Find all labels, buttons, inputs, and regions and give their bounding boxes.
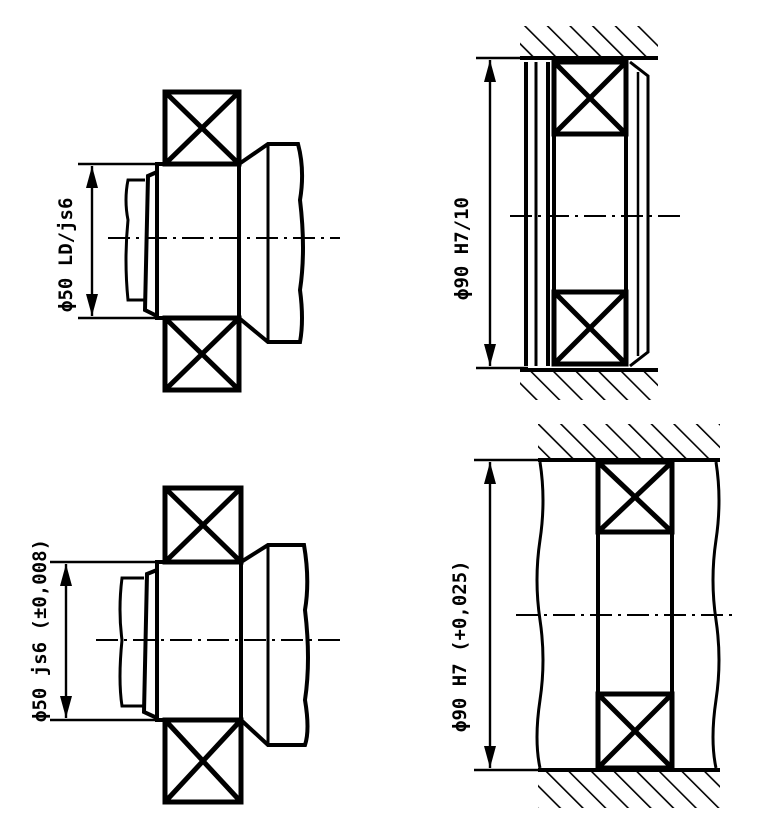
shaft-body bbox=[124, 142, 305, 344]
bearing-upper bbox=[162, 89, 242, 167]
dimension-line bbox=[78, 162, 160, 320]
dimension-line bbox=[50, 560, 160, 722]
dimension-label-shaft-fit: ϕ50 LD/js6 bbox=[55, 198, 77, 312]
dimension-line bbox=[474, 458, 540, 772]
view-shaft-top-left: ϕ50 LD/js6 bbox=[55, 89, 340, 393]
dimension-line bbox=[476, 56, 528, 370]
bearing-upper bbox=[595, 459, 675, 535]
housing-hatch-top bbox=[520, 26, 658, 60]
bearing-upper bbox=[551, 59, 629, 137]
housing-hatch-bottom bbox=[538, 768, 720, 808]
housing-hatch-top bbox=[538, 424, 720, 462]
dimension-label-shaft-tolerance: ϕ50 js6 (±0,008) bbox=[29, 539, 51, 722]
shaft-body bbox=[118, 543, 310, 747]
bearing-lower bbox=[162, 717, 244, 805]
dimension-label-housing-fit: ϕ90 H7/10 bbox=[451, 197, 473, 300]
dimension-label-housing-tolerance: ϕ90 H7 (+0,025) bbox=[449, 560, 471, 732]
bearing-lower bbox=[162, 315, 242, 393]
housing-hatch-bottom bbox=[520, 368, 658, 400]
view-housing-bottom-right: ϕ90 H7 (+0,025) bbox=[449, 424, 736, 808]
view-housing-top-right: ϕ90 H7/10 bbox=[451, 26, 680, 400]
view-shaft-bottom-left: ϕ50 js6 (±0,008) bbox=[29, 485, 340, 805]
bearing-lower bbox=[595, 691, 675, 771]
bearing-upper bbox=[162, 485, 244, 565]
bearing-lower bbox=[551, 289, 629, 367]
